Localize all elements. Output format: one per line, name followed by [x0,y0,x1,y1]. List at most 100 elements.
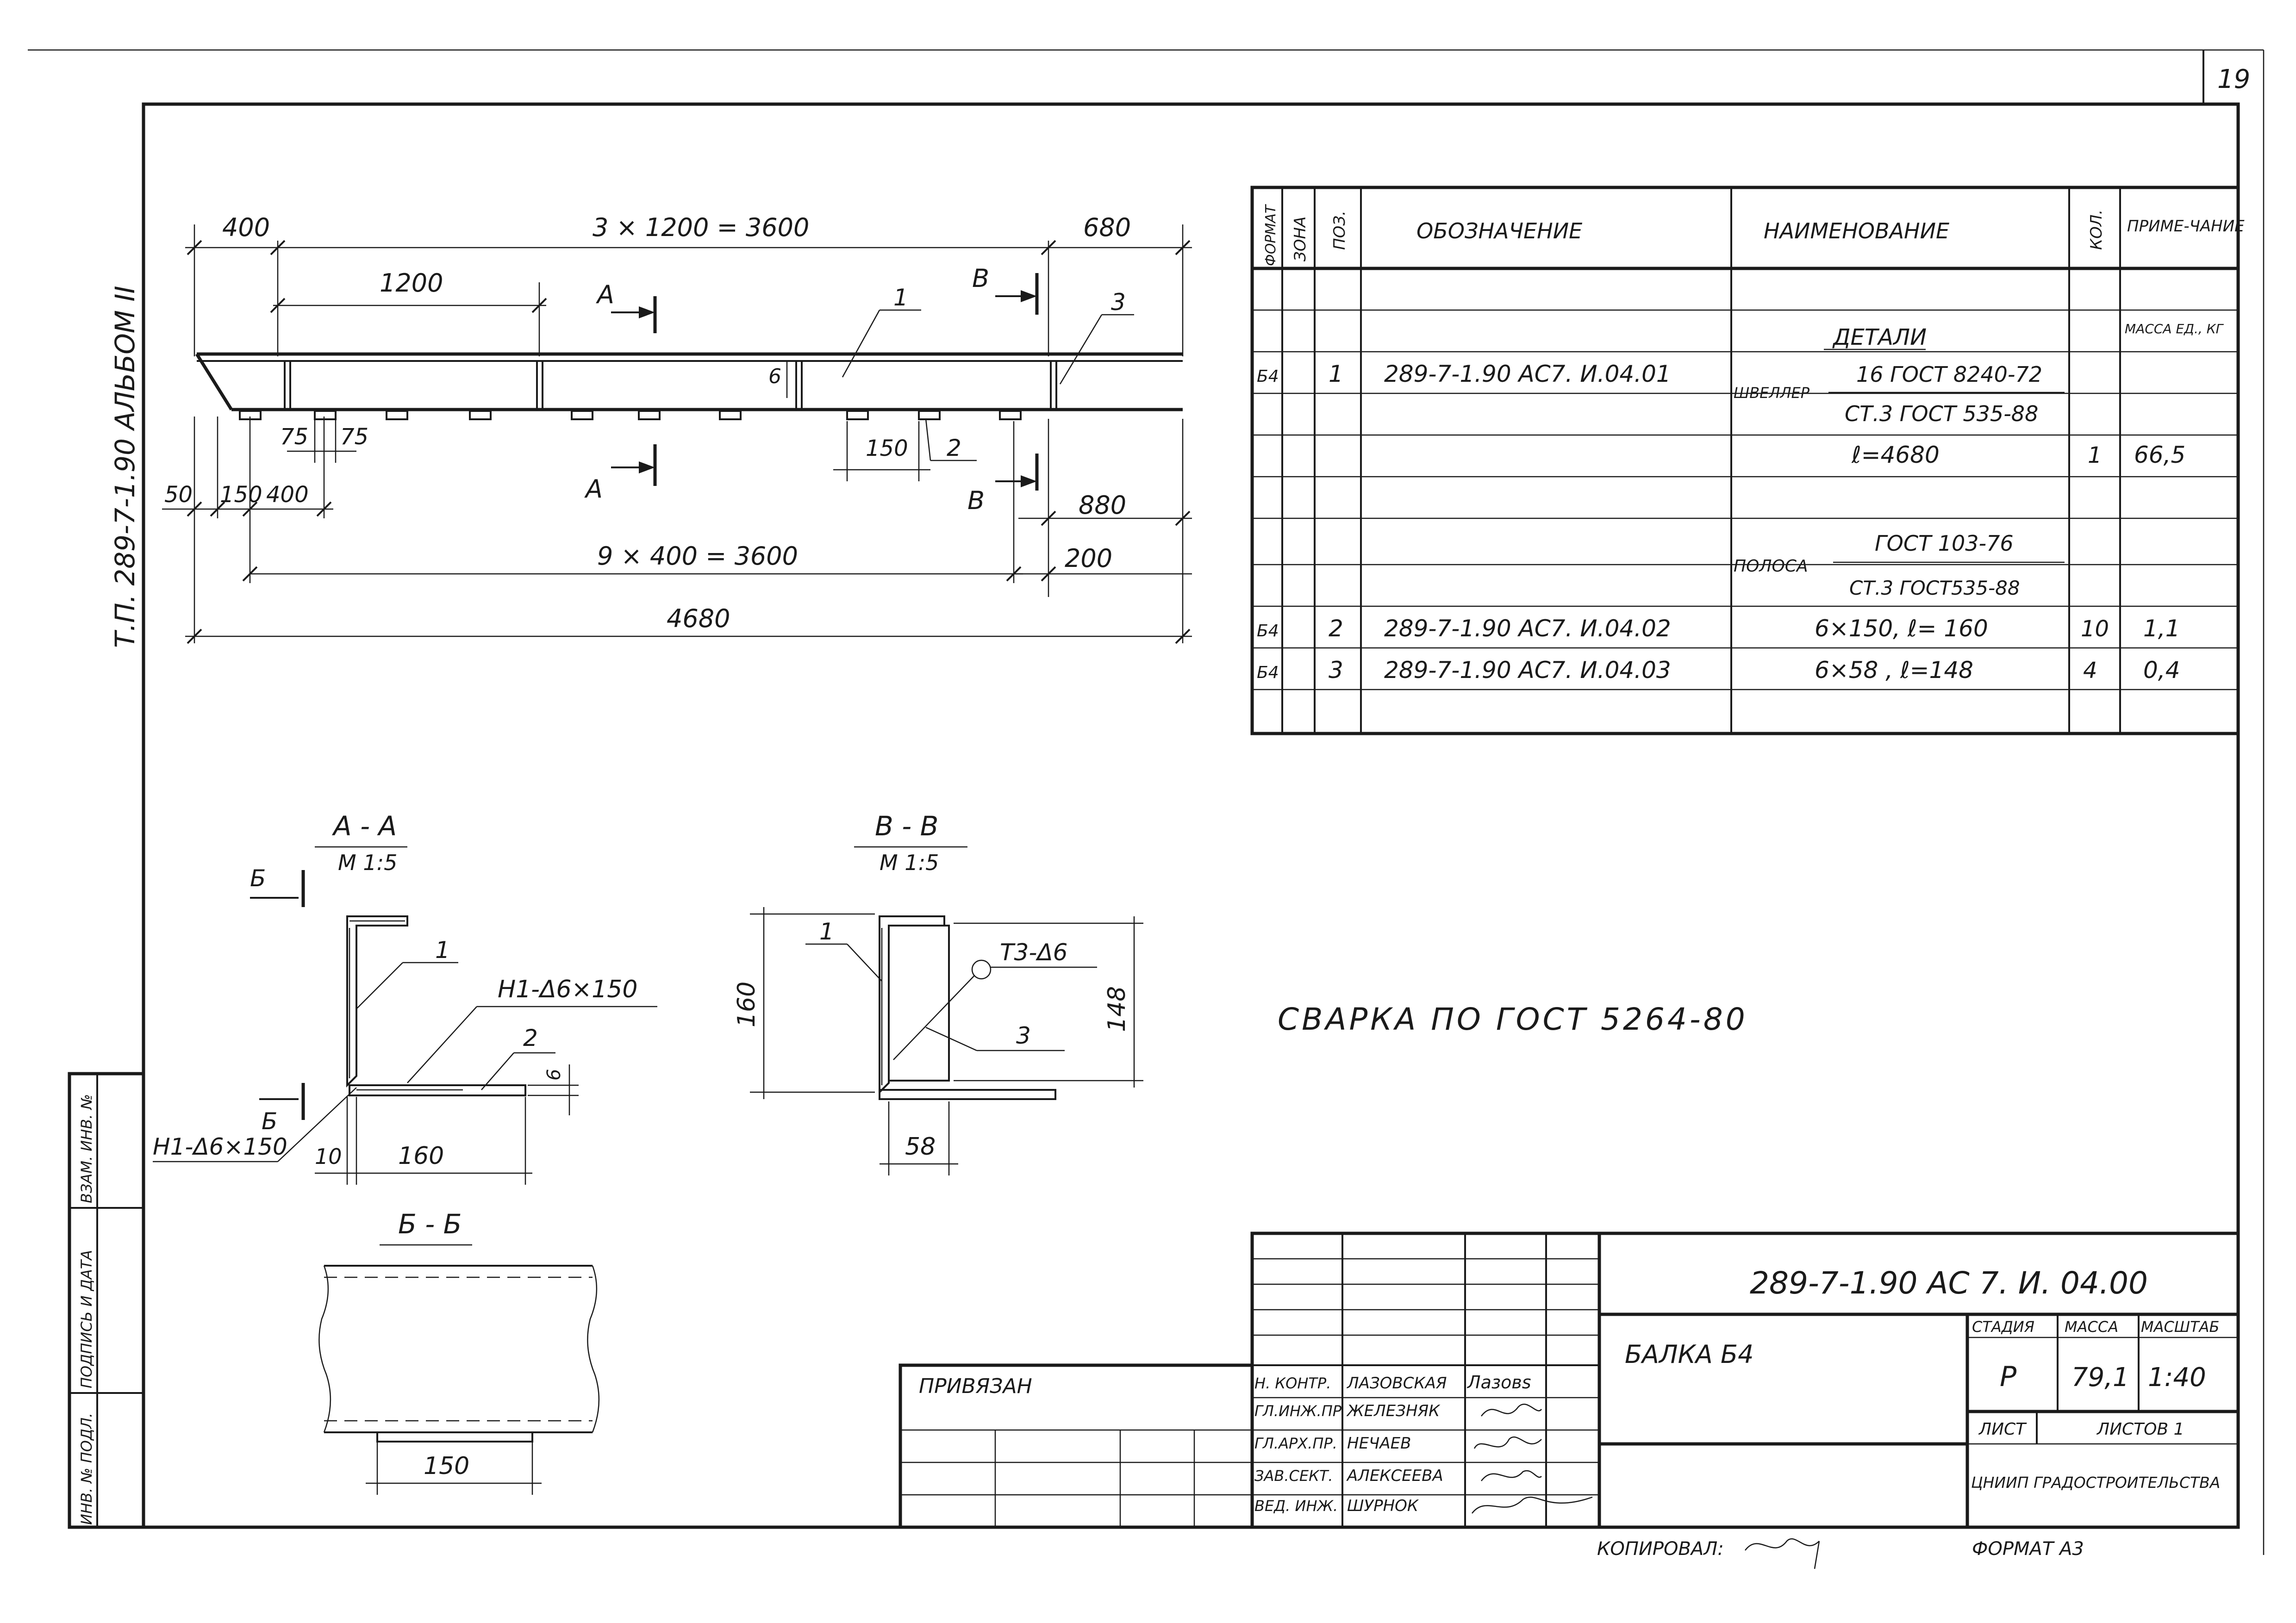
dim-400-top: 400 [222,213,270,242]
cut-a-top: А [596,280,614,309]
mass-label: МАССА [2065,1318,2118,1336]
dim-680: 680 [1083,213,1131,242]
header-zone: ЗОНА [1291,217,1310,261]
row3-mass: 0,4 [2143,657,2180,684]
row3-qty: 4 [2083,658,2097,684]
dim-75-right: 75 [340,424,368,450]
section-aa-weld-top: Н1-Δ6×150 [498,976,637,1003]
section-aa-pos1: 1 [435,937,450,964]
row3-designation: 289-7-1.90 АС7. И.04.03 [1384,657,1671,684]
row3-name: 6×58 , ℓ=148 [1815,657,1973,684]
doc-code: 289-7-1.90 АС 7. И. 04.00 [1750,1265,2148,1301]
section-bb-dim160: 160 [733,982,761,1027]
cut-b-bottom: В [967,486,985,515]
header-designation: ОБОЗНАЧЕНИЕ [1416,218,1582,243]
channel-label: ШВЕЛЛЕР [1734,384,1810,402]
scale-value: 1:40 [2148,1362,2206,1393]
section-title-details: ДЕТАЛИ [1832,324,1927,350]
section-aa-dim6: 6 [543,1069,565,1081]
role-2: ГЛ.ИНЖ.ПР [1254,1402,1342,1420]
strip-top: ГОСТ 103-76 [1875,531,2014,556]
row3-format: Б4 [1257,663,1279,682]
section-aa-scale: М 1:5 [338,850,397,875]
role-1: Н. КОНТР. [1254,1374,1331,1392]
sign-1: Лазовs [1466,1372,1531,1393]
format-label: ФОРМАТ А3 [1972,1538,2084,1560]
left-stamp: ИНВ. № ПОДЛ. ПОДПИСЬ И ДАТА ВЗАМ. ИНВ. № [68,1072,145,1529]
row2-qty: 10 [2081,616,2109,642]
row1-designation: 289-7-1.90 АС7. И.04.01 [1384,361,1671,387]
section-a-a: А - А М 1:5 Б Б 1 Н1-Δ6×150 2 6 [153,810,657,1185]
side-label: Т.П. 289-7-1.90 АЛЬБОМ II [109,286,141,648]
section-b-b: В - В М 1:5 160 148 58 1 Т3-Δ6 [733,810,1143,1175]
row2-pos: 2 [1329,615,1343,642]
row1-pos: 1 [1329,361,1343,387]
section-aa-cut-top: Б [250,865,266,892]
row1-format: Б4 [1257,367,1279,386]
role-3: ГЛ.АРХ.ПР. [1254,1435,1337,1452]
row2-designation: 289-7-1.90 АС7. И.04.02 [1384,615,1671,642]
section-bb-scale: М 1:5 [880,850,939,875]
header-qty: КОЛ. [2087,210,2106,250]
section-aa-dim160: 160 [398,1142,444,1170]
signature-nechaev [1473,1436,1542,1449]
header-name: НАИМЕНОВАНИЕ [1764,218,1949,243]
section-aa-cut-bottom: Б [262,1108,277,1135]
section-aa-title: А - А [331,810,397,842]
pos-1-elevation: 1 [893,284,908,311]
name-3: НЕЧАЕВ [1347,1434,1411,1453]
section-b-b-plan: Б - Б 150 [318,1208,600,1495]
stamp-vzam-inv: ВЗАМ. ИНВ. № [78,1094,95,1203]
dim-50: 50 [164,482,193,508]
beam-elevation: 400 3 × 1200 = 3600 680 1200 6 [162,213,1192,644]
row2-mass: 1,1 [2143,615,2180,642]
sheet-label: ЛИСТ [1978,1420,2027,1439]
role-4: ЗАВ.СЕКТ. [1254,1467,1333,1485]
signature-alekseeva [1481,1470,1542,1481]
strip-bottom: СТ.3 ГОСТ535-88 [1849,577,2020,599]
dim-4680: 4680 [667,604,730,633]
name-1: ЛАЗОВСКАЯ [1346,1374,1447,1393]
sheet-number: 19 [2217,64,2250,94]
section-bb-dim58: 58 [905,1133,936,1161]
stage-label: СТАДИЯ [1972,1318,2034,1336]
dim-200: 200 [1065,544,1112,573]
section-bb-pos1: 1 [819,918,834,945]
name-4: АЛЕКСЕЕВА [1346,1467,1443,1485]
dim-plate-6: 6 [768,365,781,388]
cut-a-bottom: А [584,474,603,504]
mass-value: 79,1 [2071,1362,2129,1393]
pos-2-elevation: 2 [947,435,961,461]
channel-steel-top: 16 ГОСТ 8240-72 [1856,362,2042,387]
dim-150-left: 150 [220,482,262,508]
spec-table: ФОРМАТ ЗОНА ПОЗ. ОБОЗНАЧЕНИЕ НАИМЕНОВАНИ… [1250,186,2245,735]
row3-pos: 3 [1329,657,1343,684]
pos-3-elevation: 3 [1111,289,1126,316]
header-format: ФОРМАТ [1263,204,1279,266]
title-block: ПРИВЯЗАН Н. КОНТР. ЛАЗОВСКАЯ Лазовs ГЛ.И… [898,1231,2240,1569]
organization: ЦНИИП ГРАДОСТРОИТЕЛЬСТВА [1971,1474,2220,1492]
privyazan-label: ПРИВЯЗАН [919,1374,1032,1398]
section-aa-dim10: 10 [315,1144,342,1169]
dim-880: 880 [1079,491,1126,520]
channel-steel-bottom: СТ.3 ГОСТ 535-88 [1845,401,2038,426]
name-5: ШУРНОК [1347,1497,1419,1515]
name-2: ЖЕЛЕЗНЯК [1346,1402,1441,1420]
cut-b-top: В [972,264,989,293]
copied-signature [1745,1538,1820,1569]
welding-note: СВАРКА ПО ГОСТ 5264-80 [1278,1001,1748,1037]
dim-1200: 1200 [380,268,443,298]
item-name: БАЛКА Б4 [1625,1340,1753,1369]
mass-header: МАССА ЕД., КГ [2125,321,2224,336]
outer-frame [28,49,2265,1555]
section-aa-pos2: 2 [523,1025,538,1051]
signature-shurnok [1472,1496,1593,1514]
copied-label: КОПИРОВАЛ: [1597,1538,1724,1560]
section-bb-title: В - В [875,810,938,842]
dim-3x1200: 3 × 1200 = 3600 [593,213,809,242]
strip-label: ПОЛОСА [1734,557,1808,576]
stage-value: Р [2000,1361,2017,1393]
row1-mass: 66,5 [2134,442,2185,468]
row2-name: 6×150, ℓ= 160 [1815,615,1988,642]
